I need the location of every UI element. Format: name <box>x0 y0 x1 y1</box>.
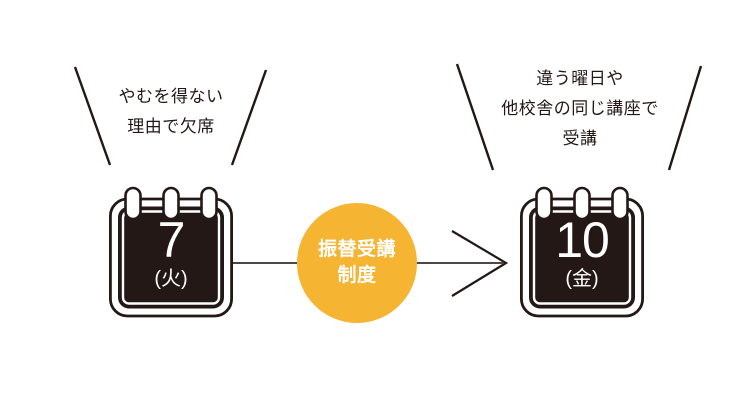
calendar-rings <box>535 186 629 221</box>
calendar-page-inset <box>121 210 221 305</box>
right-situation-note: 違う曜日や 他校舎の同じ講座で 受講 <box>501 69 659 148</box>
transfer-system-badge: 振替受講 制度 <box>297 203 417 323</box>
calendar-ring-2 <box>162 186 180 221</box>
calendar-to-graphic <box>520 186 644 318</box>
calendar-ring-2 <box>573 186 591 221</box>
transfer-system-badge-label: 振替受講 制度 <box>317 239 396 286</box>
left-situation-note: やむを得ない 理由で欠席 <box>118 87 224 136</box>
calendar-rings <box>124 186 218 221</box>
calendar-to: 10 (金) <box>520 186 644 318</box>
calendar-ring-1 <box>535 186 553 221</box>
calendar-ring-3 <box>200 186 218 221</box>
arrow-head <box>451 230 509 297</box>
calendar-ring-3 <box>611 186 629 221</box>
calendar-ring-1 <box>124 186 142 221</box>
calendar-page-inset <box>532 210 632 305</box>
calendar-from: 7 (火) <box>109 186 233 318</box>
calendar-from-graphic <box>109 186 233 318</box>
